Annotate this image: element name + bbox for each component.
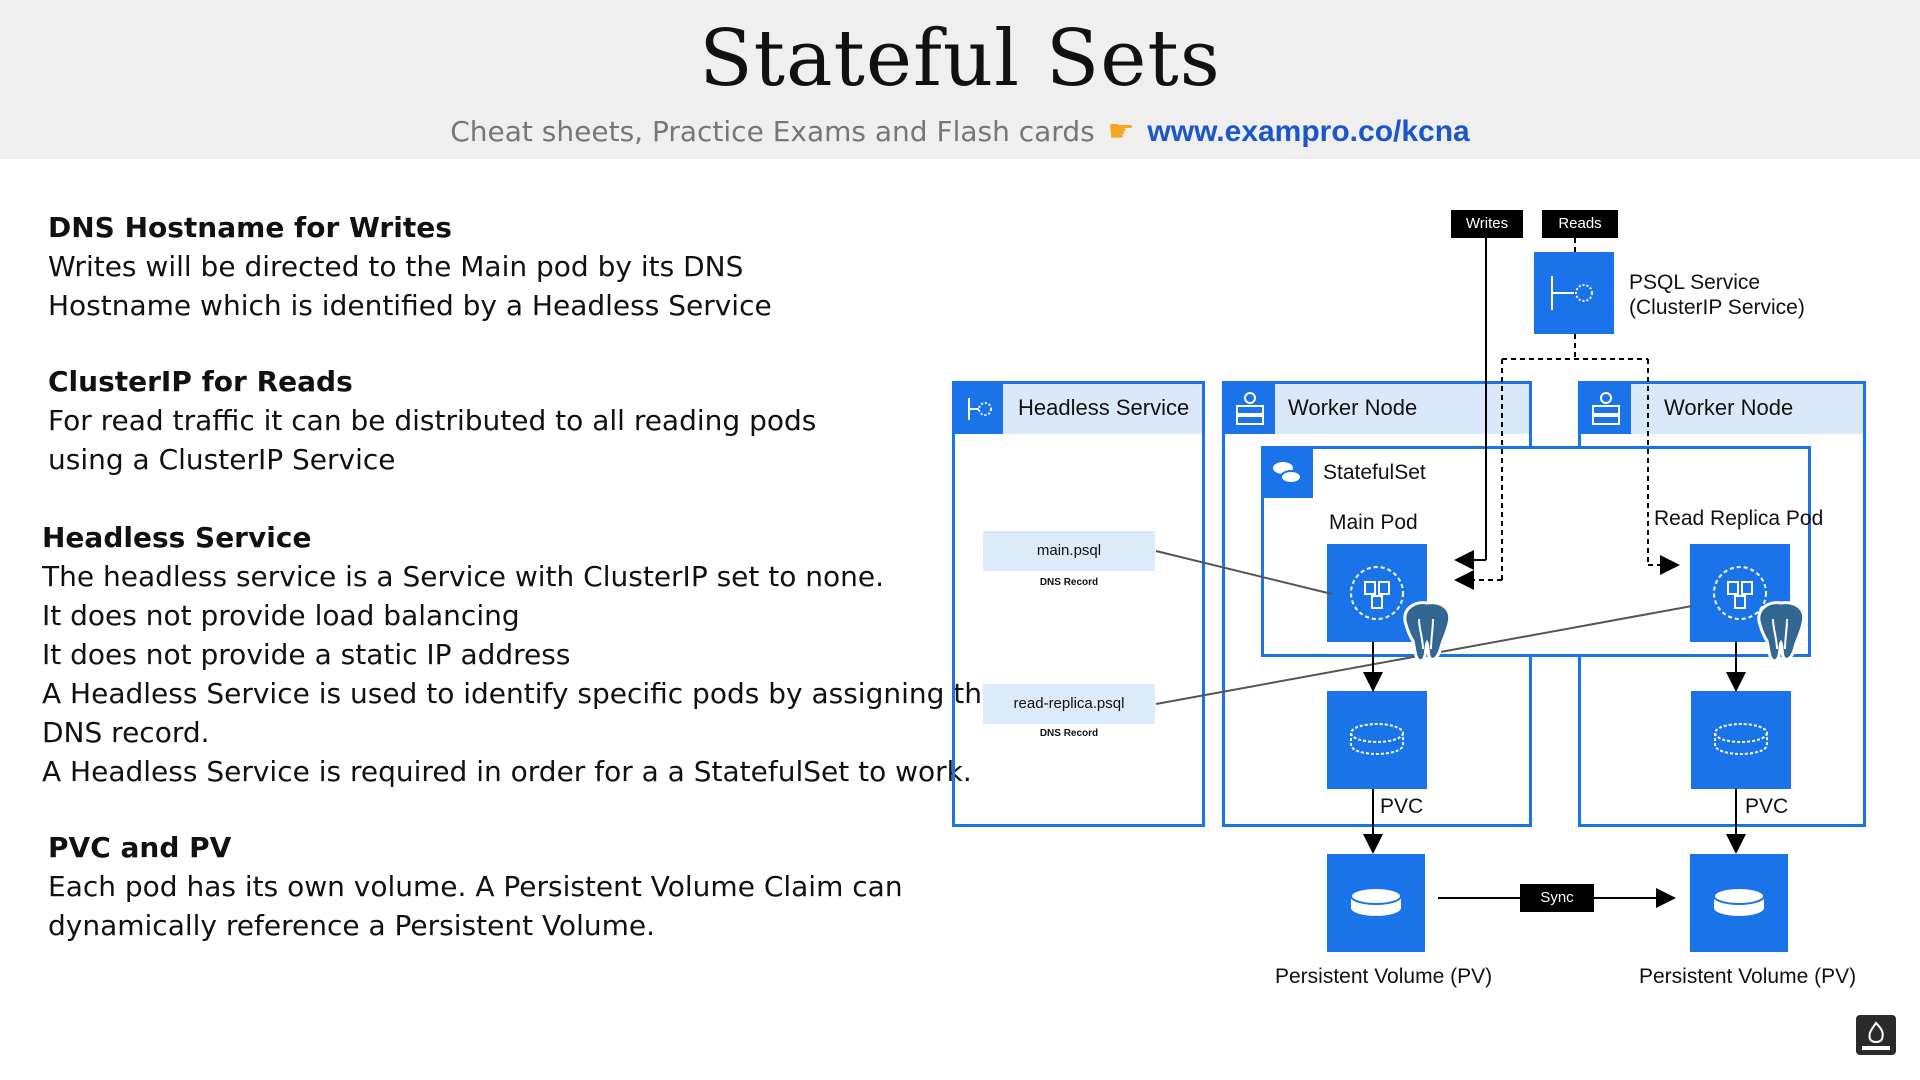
writes-tag: Writes [1451,210,1523,238]
psql-service-type: (ClusterIP Service) [1629,296,1805,319]
note-dns-writes: DNS Hostname for Writes Writes will be d… [48,208,772,325]
subtitle: Cheat sheets, Practice Exams and Flash c… [0,114,1920,149]
note-heading: PVC and PV [48,831,232,864]
note-heading: DNS Hostname for Writes [48,211,452,244]
statefulset-icon [1261,446,1313,498]
subtitle-text: Cheat sheets, Practice Exams and Flash c… [450,115,1095,148]
postgres-elephant-icon [1403,601,1452,663]
headless-service-box [952,381,1205,827]
note-line: Hostname which is identified by a Headle… [48,289,772,322]
note-line: Writes will be directed to the Main pod … [48,250,744,283]
note-line: It does not provide a static IP address [42,638,571,671]
note-heading: ClusterIP for Reads [48,365,353,398]
note-line: The headless service is a Service with C… [42,560,885,593]
note-line: For read traffic it can be distributed t… [48,404,817,437]
exampro-link[interactable]: www.exampro.co/kcna [1147,115,1470,148]
headless-service-label: Headless Service [1018,395,1190,420]
psql-service-name: PSQL Service [1629,271,1761,294]
headless-service-icon [955,384,1003,434]
pv-disk-icon [1690,854,1788,952]
note-line: dynamically reference a Persistent Volum… [48,909,655,942]
note-line: using a ClusterIP Service [48,443,396,476]
note-line: Each pod has its own volume. A Persisten… [48,870,903,903]
dns-record-caption: DNS Record [1039,577,1099,588]
header-banner: Stateful Sets Cheat sheets, Practice Exa… [0,0,1920,159]
page-title: Stateful Sets [699,14,1221,104]
pvc-label-1: PVC [1380,795,1424,818]
sync-tag: Sync [1520,884,1594,912]
note-clusterip-reads: ClusterIP for Reads For read traffic it … [48,362,816,479]
dns-main-record: main.psql [983,531,1155,571]
note-headless-service: Headless Service The headless service is… [42,518,1027,791]
statefulset-label: StatefulSet [1323,461,1426,484]
dns-replica-record: read-replica.psql [983,684,1155,724]
note-pvc-pv: PVC and PV Each pod has its own volume. … [48,828,903,945]
main-pod-label: Main Pod [1329,511,1418,534]
note-line: It does not provide load balancing [42,599,520,632]
pv-label-2: Persistent Volume (PV) [1639,965,1857,988]
postgres-elephant-icon [1757,601,1806,663]
read-replica-pod-label: Read Replica Pod [1654,507,1824,530]
pv-label-1: Persistent Volume (PV) [1275,965,1493,988]
dns-record-caption: DNS Record [1039,728,1099,739]
subscribe-icon[interactable] [1856,1015,1896,1055]
worker-node-icon [1225,384,1275,434]
pvc-label-2: PVC [1745,795,1789,818]
note-line: A Headless Service is used to identify s… [42,677,1027,710]
worker-node-1-label: Worker Node [1288,395,1418,420]
worker-node-1-header [1225,384,1529,434]
note-line: A Headless Service is required in order … [42,755,972,788]
pv-disk-icon [1327,854,1425,952]
pointing-hand-icon: ☛ [1107,114,1135,149]
pvc-disk-icon [1691,691,1791,789]
note-heading: Headless Service [42,521,312,554]
psql-service-label: PSQL Service (ClusterIP Service) [1629,270,1805,320]
note-line: DNS record. [42,716,210,749]
worker-node-2-label: Worker Node [1664,395,1794,420]
psql-service-icon [1534,252,1614,334]
reads-tag: Reads [1542,210,1618,238]
worker-node-icon [1581,384,1631,434]
pvc-disk-icon [1327,691,1427,789]
